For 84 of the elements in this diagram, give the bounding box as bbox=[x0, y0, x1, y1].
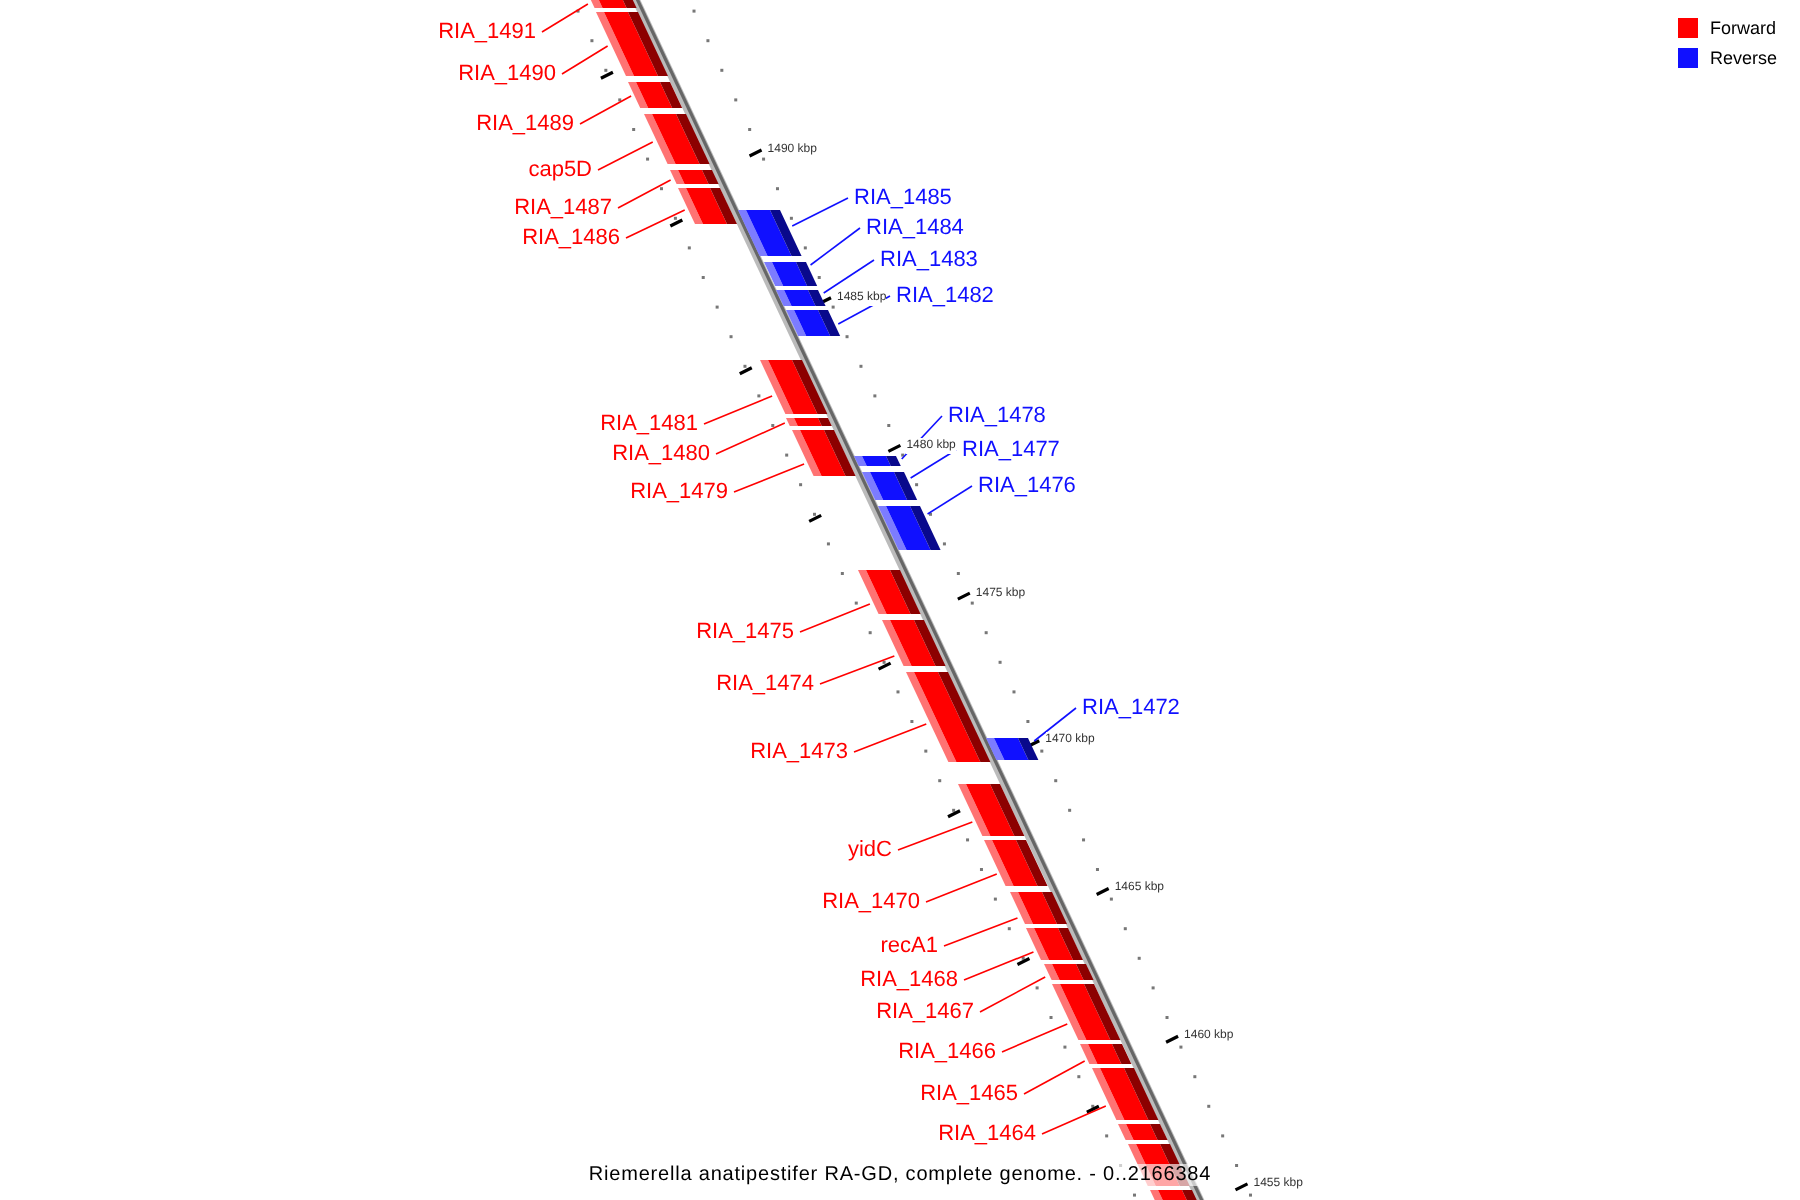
gene-block bbox=[759, 360, 827, 414]
leader-line bbox=[1001, 1023, 1069, 1053]
gene-label: RIA_1490 bbox=[458, 60, 556, 88]
gene-block bbox=[1026, 928, 1084, 960]
gene-block bbox=[986, 738, 1040, 760]
leader-line bbox=[799, 603, 871, 633]
legend-label: Forward bbox=[1710, 18, 1777, 38]
gene-block bbox=[857, 570, 921, 614]
gene-block bbox=[1009, 892, 1067, 924]
gene-label: RIA_1477 bbox=[962, 436, 1060, 464]
gene-label: RIA_1466 bbox=[898, 1038, 996, 1066]
leader-line bbox=[597, 141, 654, 171]
gene-block bbox=[738, 210, 803, 256]
gene-label: RIA_1491 bbox=[438, 18, 536, 46]
leader-line bbox=[853, 723, 928, 753]
leader-line bbox=[819, 655, 896, 685]
leader-line bbox=[963, 951, 1035, 981]
leader-line bbox=[925, 873, 998, 903]
gene-label: RIA_1480 bbox=[612, 440, 710, 468]
gene-block bbox=[678, 188, 738, 224]
leader-line bbox=[625, 209, 686, 239]
gene-block bbox=[854, 456, 901, 466]
gene-label: RIA_1481 bbox=[600, 410, 698, 438]
leader-line bbox=[809, 227, 861, 266]
gene-label: RIA_1464 bbox=[938, 1120, 1036, 1148]
gene-block bbox=[881, 620, 945, 666]
gene-block bbox=[905, 672, 991, 762]
gene-label: RIA_1486 bbox=[522, 224, 620, 252]
gene-block bbox=[669, 170, 719, 184]
gene-label: RIA_1473 bbox=[750, 738, 848, 766]
gene-block bbox=[763, 262, 817, 286]
leader-line bbox=[715, 422, 786, 455]
gene-label: RIA_1478 bbox=[948, 402, 1046, 430]
gene-label: RIA_1475 bbox=[696, 618, 794, 646]
leader-line bbox=[1041, 1105, 1107, 1135]
gene-block bbox=[792, 430, 856, 476]
leader-line bbox=[561, 45, 609, 75]
gene-label: RIA_1482 bbox=[896, 282, 994, 310]
gene-label: RIA_1468 bbox=[860, 966, 958, 994]
gene-block bbox=[1080, 1044, 1133, 1064]
leader-line bbox=[822, 259, 875, 294]
leader-line bbox=[897, 821, 974, 851]
gene-block bbox=[877, 506, 941, 550]
gene-label: RIA_1483 bbox=[880, 246, 978, 274]
leader-line bbox=[979, 976, 1046, 1013]
gene-label: RIA_1474 bbox=[716, 670, 814, 698]
gene-block bbox=[1043, 964, 1093, 980]
gene-label: cap5D bbox=[528, 156, 592, 184]
leader-line bbox=[926, 485, 973, 515]
gene-label: RIA_1489 bbox=[476, 110, 574, 138]
gene-block bbox=[1091, 1068, 1159, 1120]
gene-block bbox=[786, 418, 833, 426]
leader-line bbox=[1023, 1060, 1086, 1095]
gene-block bbox=[1118, 1124, 1168, 1140]
gene-block bbox=[958, 784, 1025, 836]
gene-block bbox=[595, 12, 668, 76]
legend-label: Reverse bbox=[1710, 48, 1778, 68]
leader-line bbox=[791, 197, 849, 227]
leader-line bbox=[943, 917, 1019, 947]
gene-label: RIA_1467 bbox=[876, 998, 974, 1026]
gene-block bbox=[776, 290, 826, 306]
gene-block bbox=[1052, 984, 1121, 1040]
leader-line bbox=[733, 463, 805, 493]
gene-block bbox=[861, 472, 917, 500]
gene-label: RIA_1485 bbox=[854, 184, 952, 212]
gene-label: RIA_1465 bbox=[920, 1080, 1018, 1108]
gene-label: RIA_1484 bbox=[866, 214, 964, 242]
gene-label: RIA_1476 bbox=[978, 472, 1076, 500]
leader-line bbox=[541, 3, 589, 33]
gene-label: RIA_1487 bbox=[514, 194, 612, 222]
leader-line bbox=[703, 395, 773, 425]
gene-label: RIA_1472 bbox=[1082, 694, 1180, 722]
gene-label: RIA_1479 bbox=[630, 478, 728, 506]
gene-label: recA1 bbox=[880, 932, 938, 960]
caption: Riemerella anatipestifer RA-GD, complete genome. - 0..2166384 bbox=[588, 1164, 1212, 1186]
gene-label: RIA_1470 bbox=[822, 888, 920, 916]
leader-line bbox=[617, 179, 672, 209]
gene-block bbox=[785, 310, 840, 336]
gene-block bbox=[984, 840, 1049, 886]
gene-label: yidC bbox=[847, 836, 892, 864]
gene-block bbox=[643, 114, 710, 164]
gene-block bbox=[628, 82, 683, 108]
leader-line bbox=[1033, 707, 1077, 742]
leader-line bbox=[579, 95, 632, 125]
